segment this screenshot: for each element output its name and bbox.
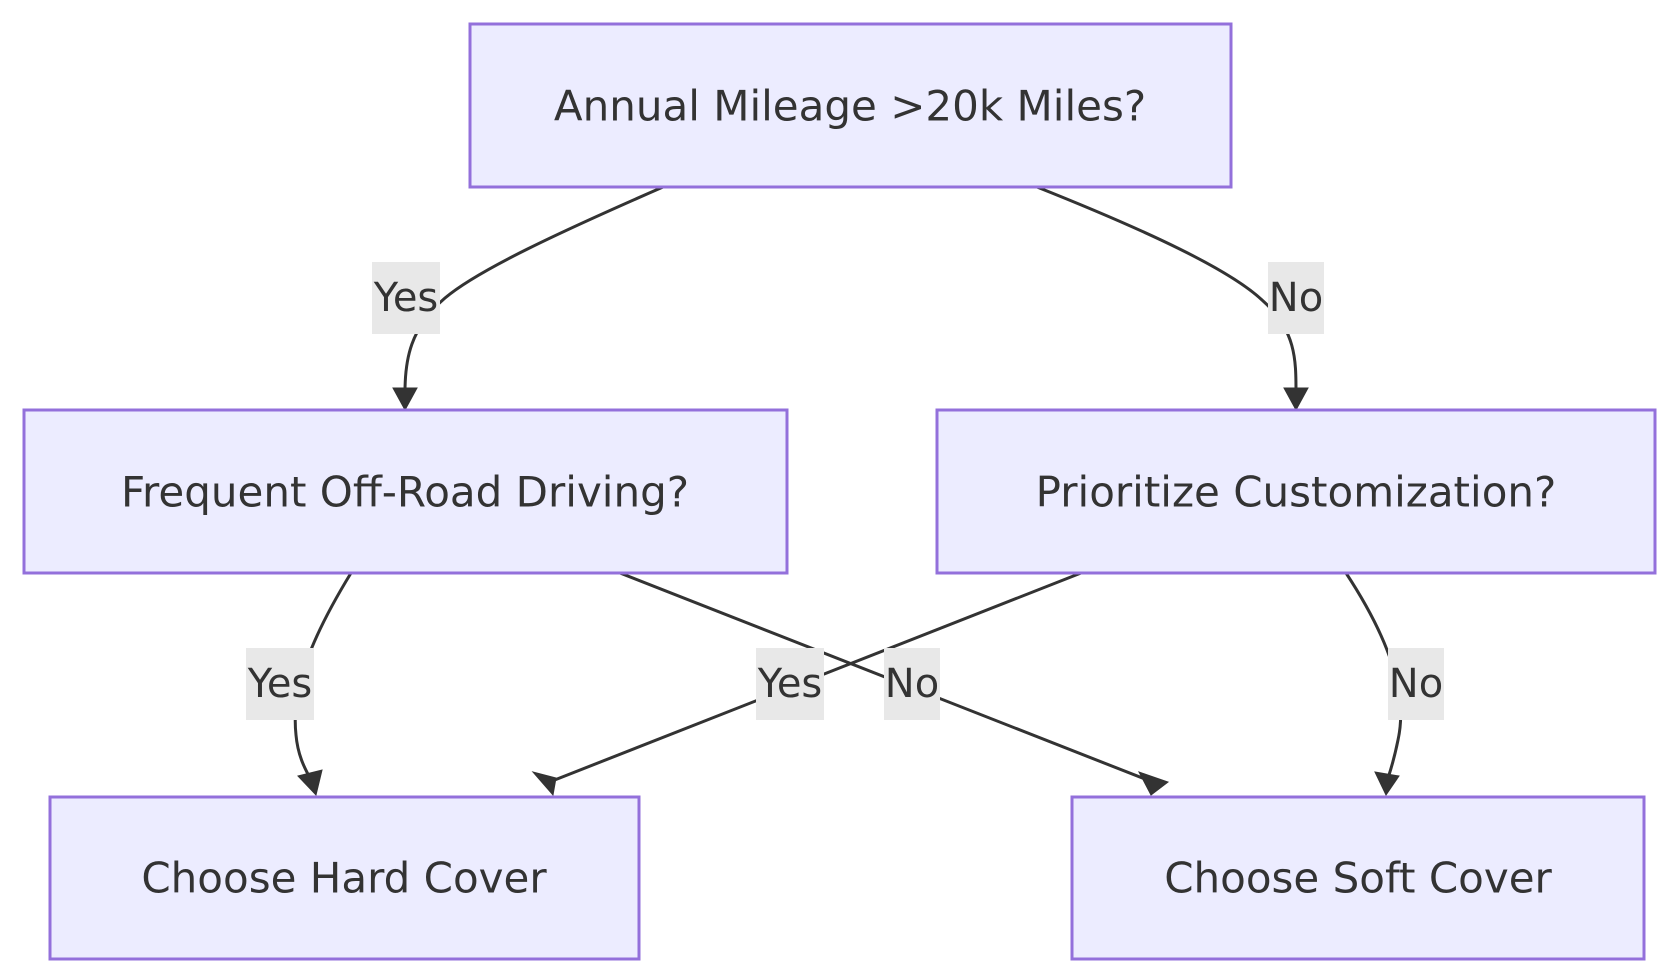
- node-label: Annual Mileage >20k Miles?: [554, 82, 1146, 131]
- node-soft-cover: Choose Soft Cover: [1070, 795, 1646, 961]
- arrowhead-soft-from-offroad: [1137, 771, 1170, 796]
- nodes: Annual Mileage >20k Miles? Frequent Off-…: [22, 22, 1657, 961]
- edge-label-custom-soft: No: [1388, 648, 1444, 720]
- edge-label-offroad-soft: No: [884, 648, 940, 720]
- edge-label-mileage-offroad: Yes: [372, 262, 440, 334]
- node-prioritize-customization: Prioritize Customization?: [935, 408, 1657, 575]
- edge-label-offroad-hard: Yes: [246, 648, 314, 720]
- edge-label-text: No: [1389, 661, 1443, 707]
- node-label: Prioritize Customization?: [1036, 468, 1557, 517]
- edge-label-text: Yes: [247, 661, 313, 707]
- node-annual-mileage: Annual Mileage >20k Miles?: [468, 22, 1233, 189]
- edge-label-text: Yes: [757, 661, 823, 707]
- node-label: Choose Soft Cover: [1164, 854, 1552, 903]
- arrowhead-custom: [1283, 387, 1309, 412]
- node-label: Choose Hard Cover: [141, 854, 547, 903]
- node-label: Frequent Off-Road Driving?: [121, 468, 689, 517]
- edge-mileage-to-custom: [1036, 185, 1298, 393]
- edge-label-text: No: [885, 661, 939, 707]
- arrowhead-soft-from-custom: [1374, 771, 1400, 796]
- arrowhead-offroad: [392, 387, 418, 412]
- arrowhead-hard-from-custom: [531, 771, 557, 797]
- edge-mileage-to-offroad: [403, 185, 664, 393]
- edge-labels: Yes No Yes Yes No No: [246, 262, 1444, 720]
- edge-label-text: No: [1269, 275, 1323, 321]
- edge-label-mileage-custom: No: [1268, 262, 1324, 334]
- edge-custom-to-soft: [1344, 572, 1403, 779]
- arrowhead-hard-from-offroad: [297, 769, 323, 797]
- node-hard-cover: Choose Hard Cover: [48, 795, 641, 961]
- edge-label-text: Yes: [373, 275, 439, 321]
- node-offroad-driving: Frequent Off-Road Driving?: [22, 408, 789, 575]
- edge-label-custom-hard: Yes: [756, 648, 824, 720]
